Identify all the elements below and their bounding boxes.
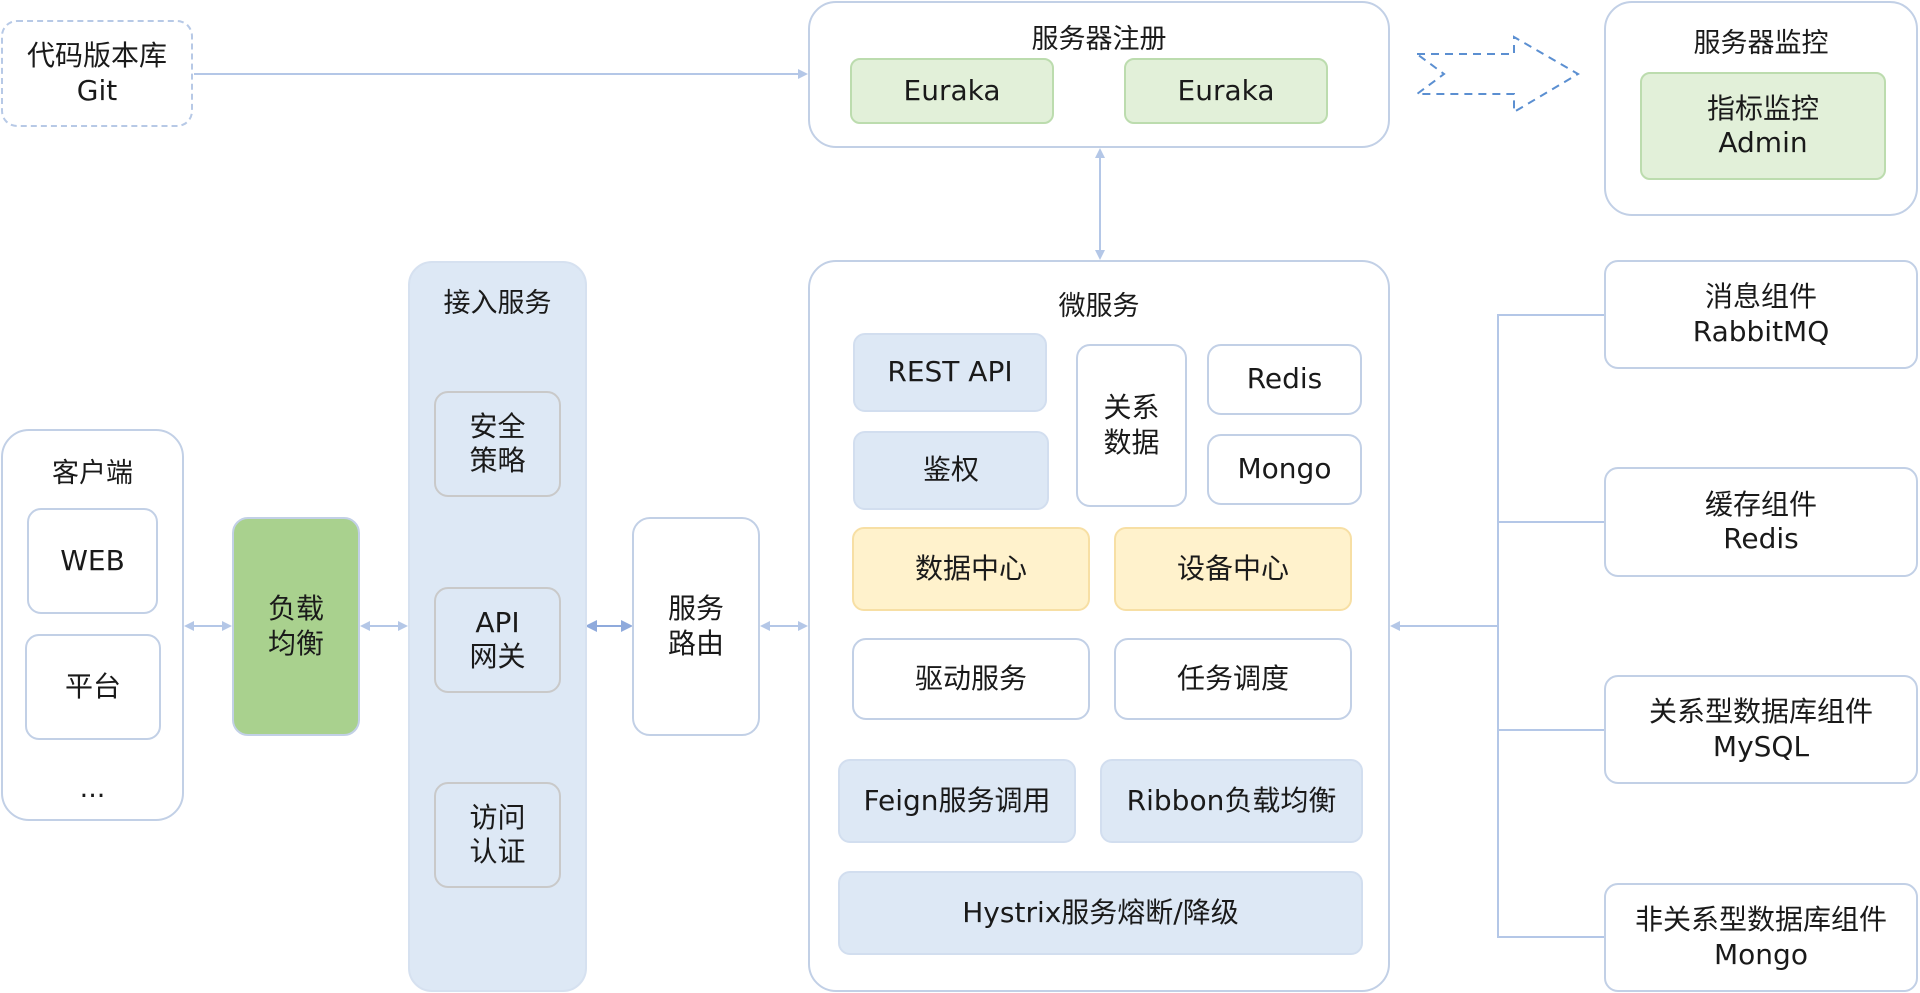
routing-line2: 路由 bbox=[667, 626, 724, 660]
eureka-node-2: Euraka bbox=[1124, 58, 1328, 124]
cache-component-box: 缓存组件 Redis bbox=[1604, 467, 1918, 577]
nonrelational-db-line2: Mongo bbox=[1714, 937, 1808, 971]
client-title: 客户端 bbox=[52, 458, 133, 489]
client-group: 客户端 WEB 平台 ... bbox=[1, 429, 184, 821]
security-line2: 策略 bbox=[469, 444, 526, 477]
nonrelational-db-line1: 非关系型数据库组件 bbox=[1634, 903, 1887, 937]
nonrelational-db-component-box: 非关系型数据库组件 Mongo bbox=[1604, 883, 1918, 992]
message-line2: RabbitMQ bbox=[1692, 314, 1830, 348]
microservice-group: 微服务 REST API 鉴权 关系 数据 Redis Mongo 数据中心 设… bbox=[808, 260, 1390, 992]
service-routing-box: 服务 路由 bbox=[632, 517, 760, 736]
rest-api-box: REST API bbox=[853, 333, 1047, 412]
mongo-box: Mongo bbox=[1207, 434, 1362, 505]
service-registry-group: 服务器注册 Euraka Euraka bbox=[808, 1, 1390, 148]
cache-line1: 缓存组件 bbox=[1704, 487, 1817, 521]
dashed-arrow-icon bbox=[1413, 35, 1580, 114]
microservice-title: 微服务 bbox=[1058, 291, 1140, 322]
server-monitor-group: 服务器监控 指标监控 Admin bbox=[1604, 1, 1918, 216]
redis-box: Redis bbox=[1207, 344, 1362, 415]
access-service-group: 接入服务 安全 策略 API 网关 访问 认证 bbox=[408, 261, 587, 992]
access-title: 接入服务 bbox=[443, 288, 552, 319]
cache-line2: Redis bbox=[1723, 522, 1799, 555]
client-web-box: WEB bbox=[27, 508, 158, 614]
relational-line1: 关系 bbox=[1103, 391, 1160, 425]
metrics-monitor-line2: Admin bbox=[1718, 126, 1808, 159]
client-more-label: ... bbox=[79, 773, 106, 804]
monitor-title: 服务器监控 bbox=[1693, 28, 1829, 59]
components-bracket bbox=[1497, 314, 1606, 938]
message-component-box: 消息组件 RabbitMQ bbox=[1604, 260, 1918, 369]
hystrix-box: Hystrix服务熔断/降级 bbox=[838, 871, 1363, 955]
relational-data-box: 关系 数据 bbox=[1076, 344, 1187, 507]
driver-service-box: 驱动服务 bbox=[852, 638, 1090, 720]
client-platform-box: 平台 bbox=[25, 634, 161, 740]
git-label-line2: Git bbox=[76, 73, 118, 107]
security-policy-box: 安全 策略 bbox=[434, 391, 561, 497]
gateway-line1: API bbox=[475, 605, 520, 639]
lb-line2: 均衡 bbox=[267, 626, 324, 660]
feign-box: Feign服务调用 bbox=[838, 759, 1076, 843]
relational-line2: 数据 bbox=[1103, 425, 1160, 459]
access-auth-box: 访问 认证 bbox=[434, 782, 561, 888]
lb-line1: 负载 bbox=[267, 592, 324, 626]
eureka-node-1: Euraka bbox=[850, 58, 1054, 124]
security-line1: 安全 bbox=[469, 409, 526, 443]
routing-line1: 服务 bbox=[667, 592, 724, 626]
git-repository-box: 代码版本库 Git bbox=[1, 20, 193, 127]
ribbon-box: Ribbon负载均衡 bbox=[1100, 759, 1363, 843]
authorization-box: 鉴权 bbox=[853, 431, 1049, 510]
metrics-monitor-line1: 指标监控 bbox=[1706, 91, 1819, 125]
api-gateway-box: API 网关 bbox=[434, 587, 561, 693]
relational-db-line2: MySQL bbox=[1712, 729, 1810, 763]
data-center-box: 数据中心 bbox=[852, 527, 1090, 611]
auth-line2: 认证 bbox=[469, 835, 526, 868]
metrics-monitor-box: 指标监控 Admin bbox=[1640, 72, 1886, 180]
load-balancer-box: 负载 均衡 bbox=[232, 517, 360, 736]
auth-line1: 访问 bbox=[469, 800, 526, 834]
relational-db-component-box: 关系型数据库组件 MySQL bbox=[1604, 675, 1918, 784]
gateway-line2: 网关 bbox=[469, 640, 526, 673]
device-center-box: 设备中心 bbox=[1114, 527, 1352, 611]
registry-title: 服务器注册 bbox=[1031, 24, 1167, 55]
relational-db-line1: 关系型数据库组件 bbox=[1648, 695, 1873, 729]
task-scheduling-box: 任务调度 bbox=[1114, 638, 1352, 720]
message-line1: 消息组件 bbox=[1704, 280, 1817, 314]
git-label-line1: 代码版本库 bbox=[26, 39, 167, 73]
